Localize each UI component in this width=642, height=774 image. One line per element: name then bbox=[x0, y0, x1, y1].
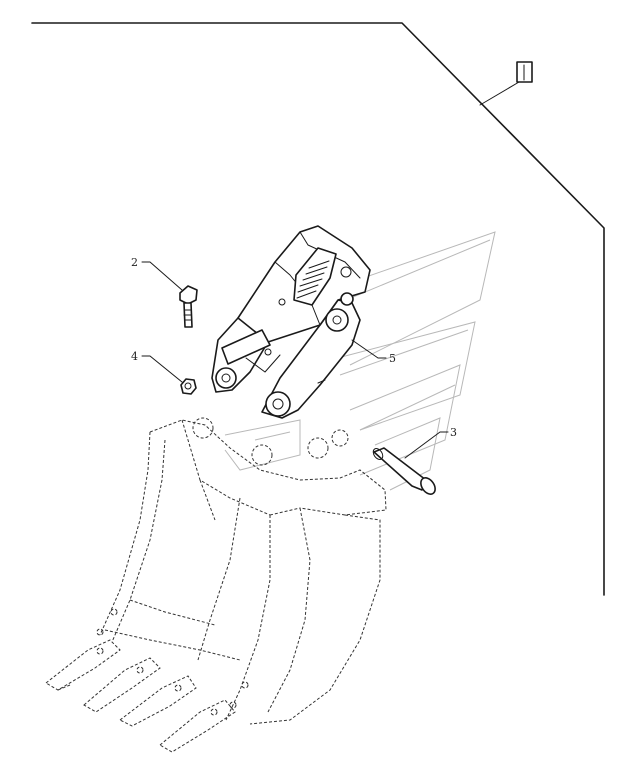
callout-leaders bbox=[141, 261, 449, 459]
quick-coupler bbox=[211, 225, 371, 419]
assembly-frame bbox=[31, 22, 605, 596]
bucket-teeth bbox=[45, 608, 249, 753]
callout-2: 2 bbox=[131, 256, 138, 269]
assembly-marker bbox=[479, 61, 533, 106]
callout-4: 4 bbox=[131, 350, 138, 363]
nut bbox=[180, 378, 197, 395]
pin bbox=[372, 447, 436, 495]
callout-3: 3 bbox=[450, 426, 457, 439]
bucket bbox=[99, 417, 387, 725]
callout-5: 5 bbox=[389, 352, 396, 365]
bolt bbox=[179, 285, 198, 328]
